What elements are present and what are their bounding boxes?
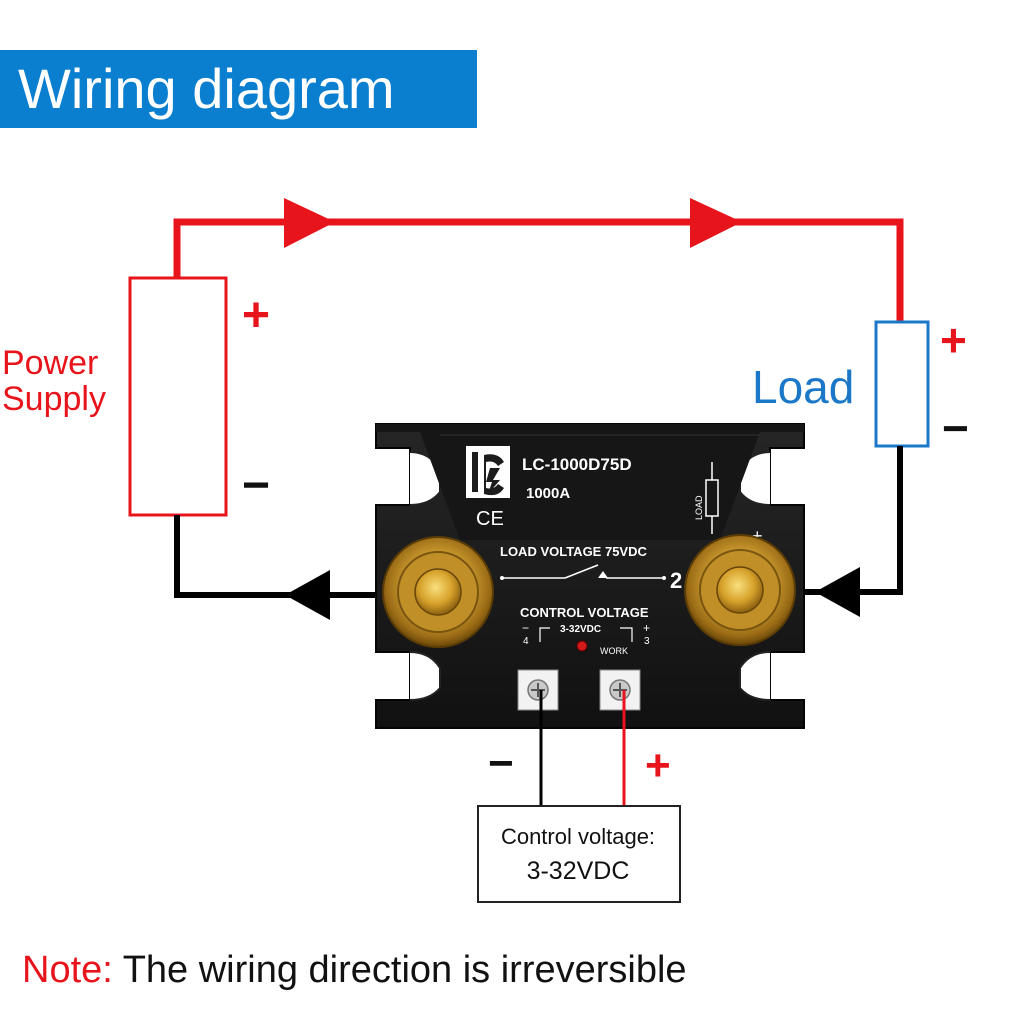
control-voltage-box: [477, 805, 681, 903]
terminal-2-bolt: [684, 534, 796, 646]
page-title: Wiring diagram: [18, 57, 395, 120]
wiring-note: Note: The wiring direction is irreversib…: [22, 948, 687, 992]
control-minus-sign: −: [488, 739, 514, 788]
work-led: [576, 640, 588, 652]
solid-state-relay: CE LC-1000D75D 1000A LOAD + LOAD VOLTAGE…: [375, 423, 805, 729]
ce-mark: CE: [476, 508, 504, 530]
note-text: The wiring direction is irreversible: [112, 949, 687, 991]
title-banner: Wiring diagram: [0, 50, 477, 128]
arrow-left-icon: [815, 567, 860, 617]
note-key: Note:: [22, 949, 113, 991]
relay-current: 1000A: [526, 485, 570, 502]
positive-wire: [173, 198, 904, 322]
terminal-1-bolt: [382, 536, 494, 648]
pin-4-number: 4: [523, 636, 529, 647]
power-supply-box: [128, 276, 228, 517]
terminal-plus-mark: +: [752, 526, 763, 546]
load-symbol-label: LOAD: [694, 495, 704, 520]
pin-3-plus: +: [643, 621, 650, 635]
power-minus-sign: −: [242, 459, 271, 512]
pin-3-number: 3: [644, 636, 650, 647]
terminal-2-mark: 2: [670, 568, 682, 593]
relay-model: LC-1000D75D: [522, 455, 632, 474]
arrow-right-icon: [284, 198, 335, 248]
load-plus-sign: +: [940, 314, 967, 366]
control-voltage-range: 3-32VDC: [560, 624, 601, 635]
control-terminal-3: [599, 669, 641, 711]
arrow-right-icon: [690, 198, 742, 248]
control-terminal-4: [517, 669, 559, 711]
control-plus-sign: +: [645, 741, 671, 790]
control-voltage-heading: CONTROL VOLTAGE: [520, 605, 649, 620]
power-plus-sign: +: [242, 289, 271, 342]
control-voltage-text: Control voltage: 3-32VDC: [500, 824, 656, 885]
load-voltage-rating: LOAD VOLTAGE 75VDC: [500, 544, 647, 559]
load-box: [874, 320, 930, 448]
work-led-label: WORK: [600, 646, 628, 656]
load-label: Load: [752, 361, 855, 413]
pin-4-minus: −: [522, 621, 529, 635]
arrow-left-icon: [285, 570, 330, 620]
power-supply-label: Power Supply: [2, 344, 106, 418]
load-minus-sign: −: [942, 402, 969, 454]
